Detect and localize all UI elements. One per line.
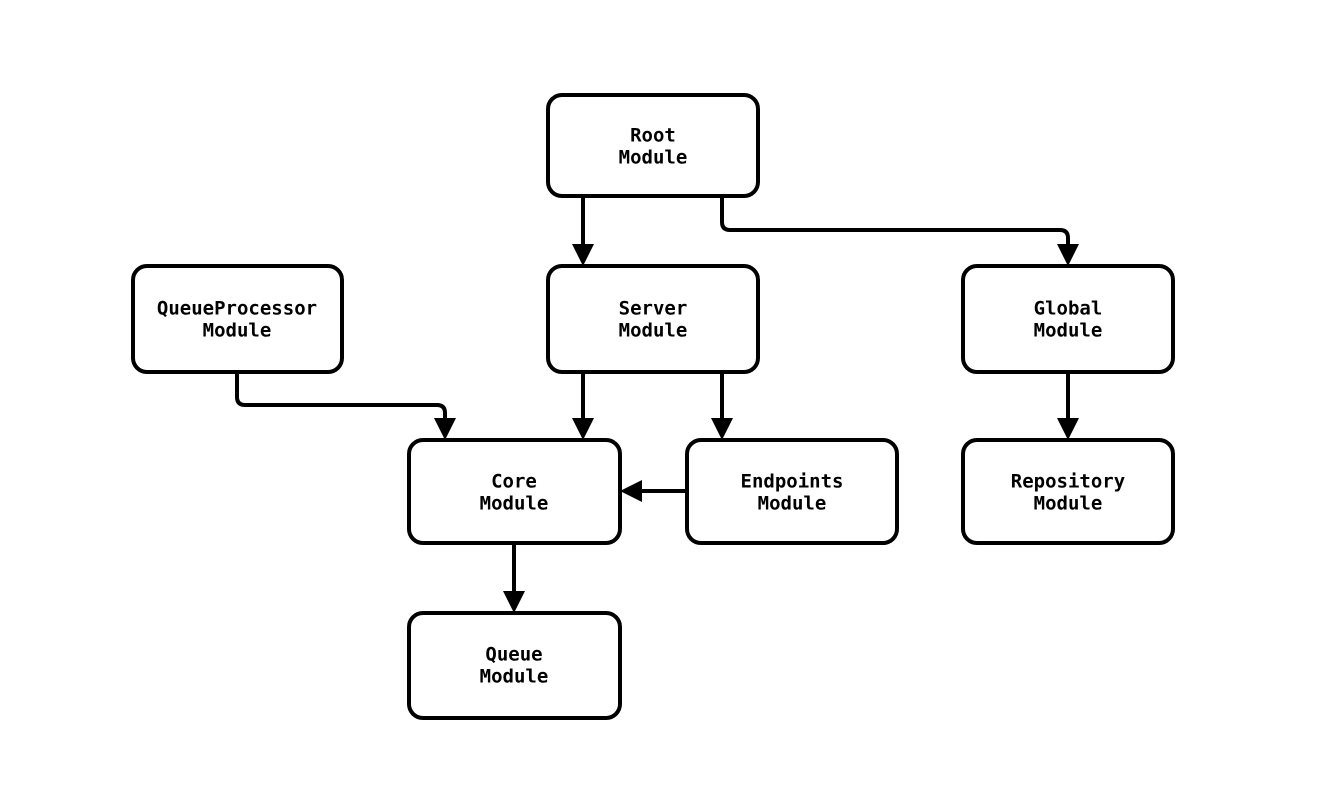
edge-layer	[235, 196, 1079, 613]
node-label-line2: Module	[1034, 493, 1103, 515]
edge-core-to-queue[interactable]	[503, 543, 525, 613]
node-label-line1: Endpoints	[741, 471, 844, 493]
node-label-line2: Module	[619, 147, 688, 169]
node-label-line1: Server	[619, 298, 688, 320]
node-box	[131, 264, 344, 374]
node-label-line2: Module	[758, 493, 827, 515]
node-label-line2: Module	[480, 493, 549, 515]
arrowhead-icon	[503, 591, 525, 613]
node-endpoints-module[interactable]: Endpoints Module	[685, 438, 899, 545]
node-box	[407, 438, 622, 545]
arrowhead-icon	[1057, 244, 1079, 266]
node-box	[961, 264, 1175, 374]
edge-server-to-endpoints[interactable]	[711, 372, 733, 440]
node-label-line1: Repository	[1011, 471, 1125, 493]
node-box	[961, 438, 1175, 545]
edge-line	[235, 372, 447, 426]
node-box	[546, 93, 760, 198]
node-core-module[interactable]: Core Module	[407, 438, 622, 545]
node-box	[546, 264, 760, 374]
edge-global-to-repository[interactable]	[1057, 372, 1079, 440]
node-repository-module[interactable]: Repository Module	[961, 438, 1175, 545]
node-layer: Root Module QueueProcessor Module Server…	[131, 93, 1175, 720]
arrowhead-icon	[711, 418, 733, 440]
arrowhead-icon	[572, 418, 594, 440]
node-label-line1: Queue	[485, 644, 542, 666]
edge-root-to-global[interactable]	[720, 196, 1079, 266]
edge-root-to-server[interactable]	[572, 196, 594, 266]
node-label-line1: Global	[1034, 298, 1103, 320]
arrowhead-icon	[434, 418, 456, 440]
edge-endpoints-to-core[interactable]	[620, 480, 687, 502]
node-label-line2: Module	[203, 320, 272, 342]
node-label-line1: Core	[491, 471, 537, 493]
node-queueprocessor-module[interactable]: QueueProcessor Module	[131, 264, 344, 374]
edge-queueprocessor-to-core[interactable]	[235, 372, 456, 440]
node-global-module[interactable]: Global Module	[961, 264, 1175, 374]
node-server-module[interactable]: Server Module	[546, 264, 760, 374]
arrowhead-icon	[1057, 418, 1079, 440]
node-label-line1: Root	[630, 125, 676, 147]
node-label-line1: QueueProcessor	[157, 298, 317, 320]
arrowhead-icon	[572, 244, 594, 266]
edge-line	[720, 196, 1070, 252]
node-label-line2: Module	[1034, 320, 1103, 342]
node-queue-module[interactable]: Queue Module	[407, 611, 622, 720]
edge-server-to-core[interactable]	[572, 372, 594, 440]
node-box	[407, 611, 622, 720]
node-label-line2: Module	[480, 666, 549, 688]
node-label-line2: Module	[619, 320, 688, 342]
node-box	[685, 438, 899, 545]
node-root-module[interactable]: Root Module	[546, 93, 760, 198]
arrowhead-icon	[620, 480, 642, 502]
